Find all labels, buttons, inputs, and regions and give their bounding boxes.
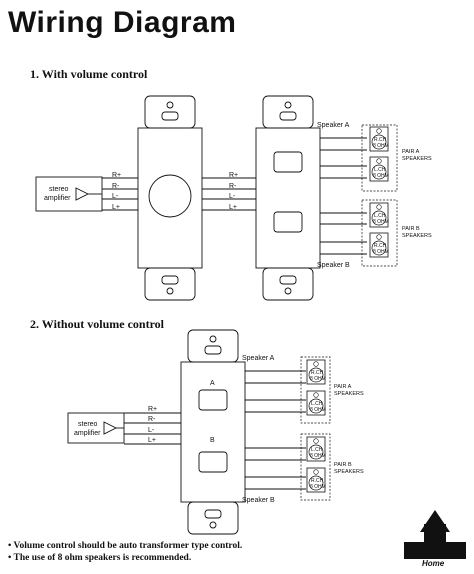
spk1-b2-line1: R.CH: [374, 243, 387, 249]
spk2-b1-line2: 8 OHM: [310, 453, 326, 459]
speaker-a-label-1: Speaker A: [317, 122, 350, 129]
spk1-a1-line1: R.CH: [374, 137, 387, 143]
jack-a-label: A: [210, 380, 215, 387]
pair-b-label-2-line2: SPEAKERS: [334, 469, 364, 475]
logo-main-text: PYLE: [407, 543, 444, 559]
wire1-mid-lp: L+: [229, 204, 237, 211]
spk1-a2-line1: L.CH: [374, 167, 386, 173]
pair-a-label-2-line1: PAIR A: [334, 384, 352, 390]
spk2-b2-line1: R.CH: [311, 478, 324, 484]
wire2-lm: L-: [148, 427, 155, 434]
wire1-mid-lm: L-: [229, 193, 236, 200]
logo-sub-text: Home: [422, 559, 445, 568]
pair-b-label-2-line1: PAIR B: [334, 462, 352, 468]
logo-p-letter: P: [429, 524, 442, 546]
wire1-left-lm: L-: [112, 193, 119, 200]
spk2-a1-line1: R.CH: [311, 370, 324, 376]
wire2-rm: R-: [148, 416, 156, 423]
wire1-left-rp: R+: [112, 172, 121, 179]
speaker-a-label-2: Speaker A: [242, 355, 275, 362]
page-title: Wiring Diagram: [8, 6, 237, 39]
spk2-a2-line1: L.CH: [311, 401, 323, 407]
spk2-b1-line1: L.CH: [311, 447, 323, 453]
jack-b-label: B: [210, 437, 215, 444]
spk1-b1-line2: 8 OHM: [373, 219, 389, 225]
amplifier-2: [67, 412, 125, 444]
note-1: • Volume control should be auto transfor…: [8, 541, 243, 551]
note-2: • The use of 8 ohm speakers is recommend…: [8, 553, 192, 563]
amp1-label-line1: stereo: [49, 186, 69, 193]
wire2-rp: R+: [148, 406, 157, 413]
spk1-b1-line1: L.CH: [374, 213, 386, 219]
amplifier-1: [35, 176, 103, 212]
wire1-mid-rp: R+: [229, 172, 238, 179]
section2-diagram: [67, 329, 331, 535]
spk1-a2-line2: 8 OHM: [373, 173, 389, 179]
pair-b-label-1-line2: SPEAKERS: [402, 233, 432, 239]
wire1-left-lp: L+: [112, 204, 120, 211]
spk2-b2-line2: 8 OHM: [310, 484, 326, 490]
amp2-label-line2: amplifier: [74, 430, 101, 437]
spk1-a1-line2: 8 OHM: [373, 143, 389, 149]
amp2-label-line1: stereo: [78, 421, 98, 428]
amp1-label-line2: amplifier: [44, 195, 71, 202]
volume-control-plate: [137, 95, 203, 301]
spk1-b2-line2: 8 OHM: [373, 249, 389, 255]
wire1-left-rm: R-: [112, 183, 120, 190]
pair-a-label-1-line2: SPEAKERS: [402, 156, 432, 162]
section1-diagram: [35, 95, 398, 301]
speaker-b-label-2: Speaker B: [242, 497, 275, 504]
spk2-a2-line2: 8 OHM: [310, 407, 326, 413]
wire2-lp: L+: [148, 437, 156, 444]
speaker-jack-plate-2: [180, 329, 246, 535]
pyle-home-logo: P PYLE Home: [402, 506, 468, 568]
section1-heading: 1. With volume control: [30, 67, 148, 81]
wire1-mid-rm: R-: [229, 183, 237, 190]
pair-a-label-1-line1: PAIR A: [402, 149, 420, 155]
speaker-b-label-1: Speaker B: [317, 262, 350, 269]
pair-b-label-1-line1: PAIR B: [402, 226, 420, 232]
speaker-jack-plate: [255, 95, 321, 301]
pair-a-label-2-line2: SPEAKERS: [334, 391, 364, 397]
section2-heading: 2. Without volume control: [30, 317, 165, 331]
spk2-a1-line2: 8 OHM: [310, 376, 326, 382]
